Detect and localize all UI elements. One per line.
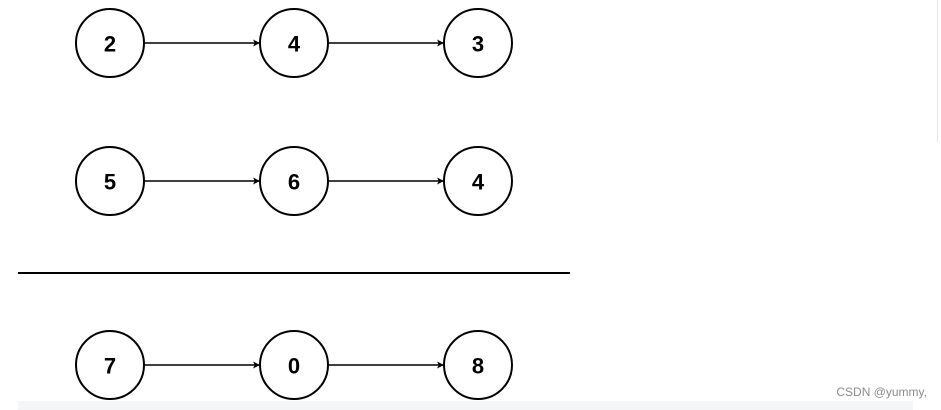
node-circle xyxy=(75,330,145,400)
node-value: 8 xyxy=(472,354,484,379)
node-result-1: 0 xyxy=(259,330,329,400)
footer-strip xyxy=(18,401,913,410)
node-value: 6 xyxy=(288,170,300,195)
node-l1-1: 4 xyxy=(259,8,329,78)
node-circle xyxy=(443,146,513,216)
node-value: 7 xyxy=(104,354,116,379)
node-l1-2: 3 xyxy=(443,8,513,78)
right-edge-rule xyxy=(937,0,938,142)
node-value: 0 xyxy=(288,354,300,379)
list-row-l2: 5 6 4 xyxy=(75,146,513,216)
list-row-result: 7 0 8 xyxy=(75,330,513,400)
node-l2-2: 4 xyxy=(443,146,513,216)
diagram-root: 2 4 3 5 6 4 7 0 8 xyxy=(75,8,513,400)
node-circle xyxy=(75,8,145,78)
node-circle xyxy=(259,146,329,216)
watermark-text: CSDN @yummy, xyxy=(836,385,927,399)
node-l1-0: 2 xyxy=(75,8,145,78)
list-row-l1: 2 4 3 xyxy=(75,8,513,78)
node-l2-0: 5 xyxy=(75,146,145,216)
node-value: 4 xyxy=(288,32,301,57)
node-result-0: 7 xyxy=(75,330,145,400)
node-result-2: 8 xyxy=(443,330,513,400)
node-value: 5 xyxy=(104,170,116,195)
node-l2-1: 6 xyxy=(259,146,329,216)
node-circle xyxy=(259,330,329,400)
node-circle xyxy=(75,146,145,216)
node-value: 3 xyxy=(472,32,484,57)
node-value: 4 xyxy=(472,170,485,195)
node-circle xyxy=(443,8,513,78)
node-value: 2 xyxy=(104,32,116,57)
node-circle xyxy=(259,8,329,78)
node-circle xyxy=(443,330,513,400)
